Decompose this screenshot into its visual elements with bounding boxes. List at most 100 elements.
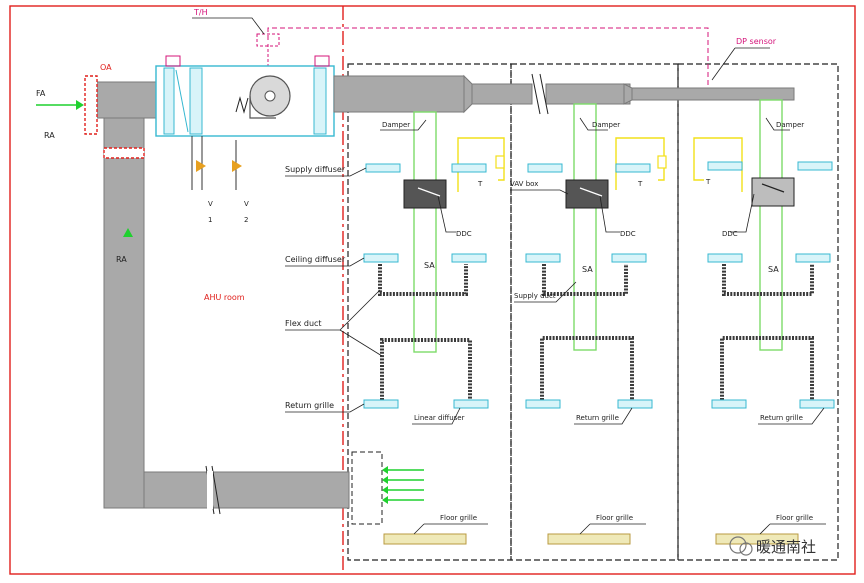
wechat-logo-icon <box>729 536 747 554</box>
leader-top-right-2 <box>711 47 736 81</box>
controller-z1-label: DDC <box>456 230 472 238</box>
zone-3-diffuser-c <box>707 253 743 263</box>
leader-vav-z3 <box>730 193 755 233</box>
z1-damper-label: Damper <box>382 121 410 129</box>
zone-1-vav-box <box>403 179 447 209</box>
zone-2-floor-grille <box>547 533 631 545</box>
zone-2-damper-blade <box>579 187 603 197</box>
zone-3-boundary <box>677 63 839 561</box>
zone-2-diffuser-a <box>527 163 563 173</box>
drawing-border <box>9 5 856 575</box>
dim-2-label: 2 <box>244 216 248 224</box>
zone-1-diffuser-f <box>453 399 489 409</box>
zone-3-control-loop <box>693 137 743 192</box>
leader-floor-2b <box>579 523 591 535</box>
zone-1-thermostat <box>495 155 505 169</box>
z3-riser-label: SA <box>768 265 779 274</box>
zone-2-diffuser-f <box>617 399 653 409</box>
leader-linear <box>412 407 461 425</box>
leader-flex-duct-2 <box>339 329 383 357</box>
zone-3-diffuser-e <box>711 399 747 409</box>
zone-3-flex-duct-lower <box>720 336 814 400</box>
zone-3-damper-blade <box>761 183 785 193</box>
z3-thermostat-label: T <box>705 178 711 186</box>
leader-vav-z1 <box>437 195 456 233</box>
zone-2-diffuser-d <box>611 253 647 263</box>
return-duct-horizontal <box>143 471 350 509</box>
zone-1-diffuser-a <box>365 163 401 173</box>
ahu-motor-spring <box>235 96 249 114</box>
return-riser-label: RA <box>116 255 127 264</box>
vav-box-label: VAV box <box>510 180 538 188</box>
outdoor-air-label: RA <box>44 131 55 140</box>
zone-3-diffuser-b <box>797 161 833 171</box>
sensor-tag-label: T/H <box>193 8 208 17</box>
intake-louver <box>84 75 98 135</box>
outdoor-air-arrowhead-icon <box>76 100 84 110</box>
leader-z2-grille <box>574 407 633 425</box>
z2-damper-label: Damper <box>592 121 620 129</box>
zone-3-diffuser-d <box>795 253 831 263</box>
leader-z2-duct <box>579 117 608 131</box>
floor-grille-3-label: Floor grille <box>776 514 813 522</box>
ahu-top-connector-2 <box>314 55 330 67</box>
ahu-filter-3 <box>313 67 327 135</box>
zone-2-diffuser-e <box>525 399 561 409</box>
fresh-air-label: FA <box>36 89 46 98</box>
dim-1-label: 1 <box>208 216 212 224</box>
zone-1-diffuser-d <box>451 253 487 263</box>
main-supply-duct-3 <box>545 83 631 105</box>
leader-z3-duct <box>765 117 790 131</box>
ahu-room-label: AHU room <box>204 293 245 302</box>
z2-riser-label: SA <box>582 265 593 274</box>
fan-hub-icon <box>264 90 276 102</box>
fresh-air-duct-horizontal <box>96 81 158 119</box>
zone-2-thermostat <box>657 155 667 169</box>
z3-damper-label: Damper <box>776 121 804 129</box>
z2-thermostat-label: T <box>637 180 643 188</box>
break-mark-top <box>531 73 541 115</box>
break-gap <box>207 471 213 509</box>
ahu-filter-1 <box>163 67 175 135</box>
zone-1-boundary <box>347 63 512 561</box>
zone-1-floor-grille <box>383 533 467 545</box>
z2-grille-label: Return grille <box>576 414 619 422</box>
return-arrowheads-icon <box>382 466 388 504</box>
valve-1-icon <box>196 160 206 172</box>
zone-1-damper-blade <box>417 187 441 197</box>
leader-diffuser <box>285 167 367 177</box>
controller-box <box>256 33 280 47</box>
zone-3-flex-duct-upper <box>722 264 814 296</box>
break-mark-left-2 <box>211 465 221 515</box>
leader-return-grille <box>285 403 365 413</box>
break-mark-top-2 <box>539 73 549 115</box>
zone-2-diffuser-c <box>525 253 561 263</box>
zone-2-diffuser-b <box>615 163 651 173</box>
z1-thermostat-label: T <box>477 180 483 188</box>
leader-vav-z2-b <box>599 195 620 233</box>
return-up-arrow-icon <box>123 228 133 237</box>
leader-z2-riser <box>514 281 577 303</box>
intake-louver-label: OA <box>100 63 112 72</box>
ahu-coil <box>175 69 189 133</box>
zone-2-flex-duct-upper <box>542 264 628 296</box>
return-damper <box>103 147 145 159</box>
return-grille-label: Return grille <box>285 401 334 410</box>
controller-z3-label: DDC <box>722 230 738 238</box>
zone-1-diffuser-c <box>363 253 399 263</box>
wechat-logo-icon-2 <box>739 542 753 556</box>
ahu-top-connector-1 <box>165 55 181 67</box>
leader-floor-1b <box>413 523 425 535</box>
floor-grille-2-label: Floor grille <box>596 514 633 522</box>
control-wiring <box>267 27 709 96</box>
main-supply-duct-2 <box>471 83 533 105</box>
fan-housing-icon <box>249 96 276 119</box>
zone-1-flex-duct-upper <box>378 264 468 296</box>
leader-floor-3b <box>759 523 771 535</box>
ceiling-diffuser-label: Ceiling diffuser <box>285 255 346 264</box>
z3-grille-label: Return grille <box>760 414 803 422</box>
zone-3-floor-grille <box>715 533 799 545</box>
dp-sensor-label: DP sensor <box>736 37 777 46</box>
main-supply-duct-4 <box>631 87 795 101</box>
